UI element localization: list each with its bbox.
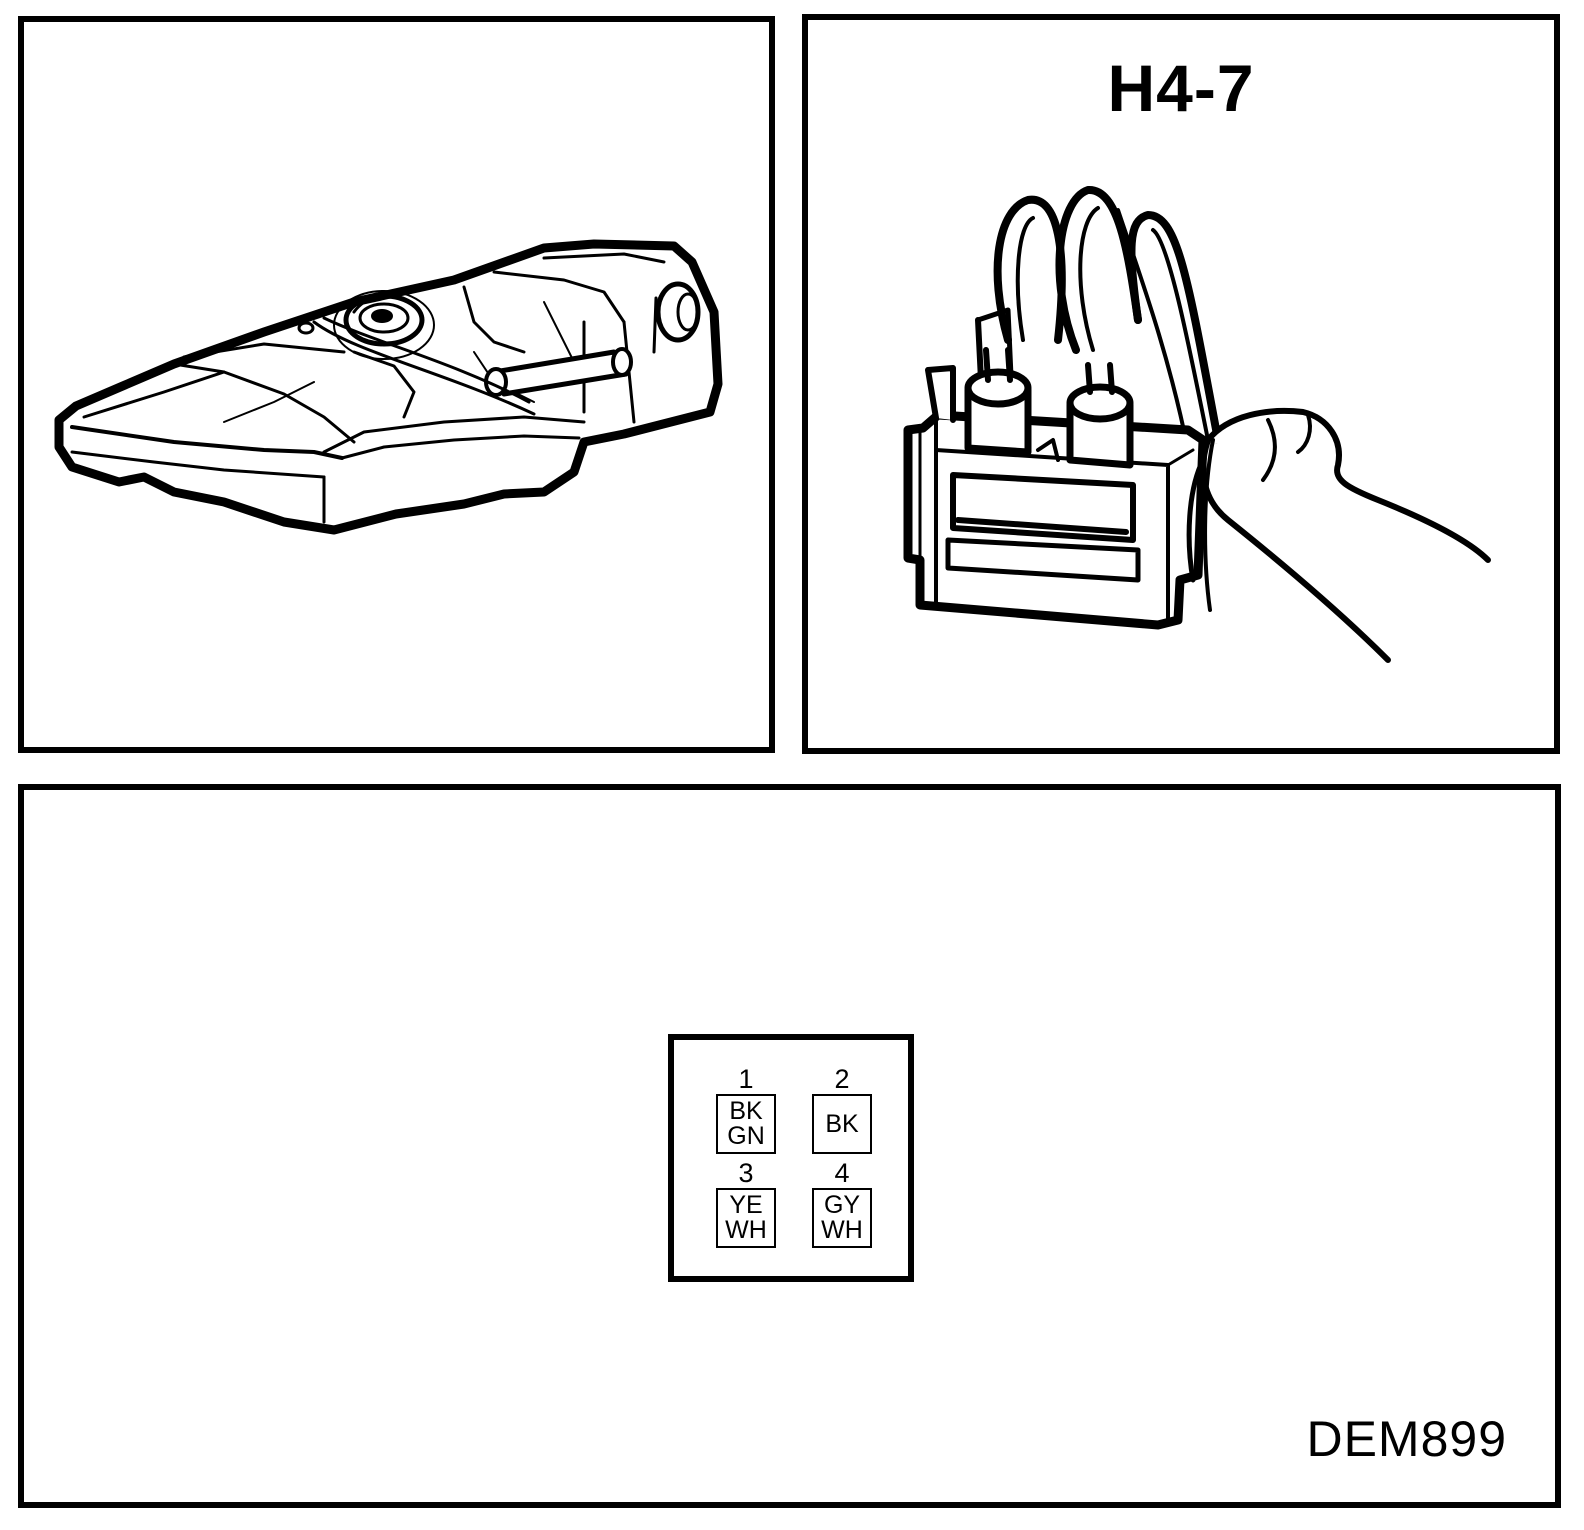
pin-3-terminal: YE WH bbox=[716, 1188, 776, 1248]
pin-4-terminal: GY WH bbox=[812, 1188, 872, 1248]
wire-color: BK bbox=[825, 1109, 859, 1138]
connector-title: H4-7 bbox=[1107, 51, 1255, 125]
pin-2-terminal: BK bbox=[812, 1094, 872, 1154]
fuel-tank-panel bbox=[18, 16, 775, 753]
connector-face: 1 BK GN 2 BK 3 YE WH 4 GY WH bbox=[668, 1034, 914, 1282]
fuel-tank-illustration bbox=[54, 239, 723, 535]
wire-stripe-color: WH bbox=[821, 1216, 863, 1244]
pinout-panel: 1 BK GN 2 BK 3 YE WH 4 GY WH DEM899 bbox=[18, 784, 1561, 1508]
wire-color: BK bbox=[729, 1097, 763, 1125]
connector-illustration bbox=[903, 186, 1491, 663]
wire-color: YE bbox=[729, 1191, 763, 1219]
pin-number: 3 bbox=[738, 1158, 754, 1188]
pin-number: 4 bbox=[834, 1158, 850, 1188]
wire-stripe-color: WH bbox=[725, 1216, 767, 1244]
pin-number: 2 bbox=[834, 1064, 850, 1094]
connector-panel: H4-7 bbox=[802, 14, 1560, 754]
wire-color: GY bbox=[823, 1191, 861, 1219]
pin-1-terminal: BK GN bbox=[716, 1094, 776, 1154]
figure-code: DEM899 bbox=[1306, 1411, 1507, 1467]
pin-number: 1 bbox=[738, 1064, 754, 1094]
wire-stripe-color: GN bbox=[727, 1122, 765, 1150]
